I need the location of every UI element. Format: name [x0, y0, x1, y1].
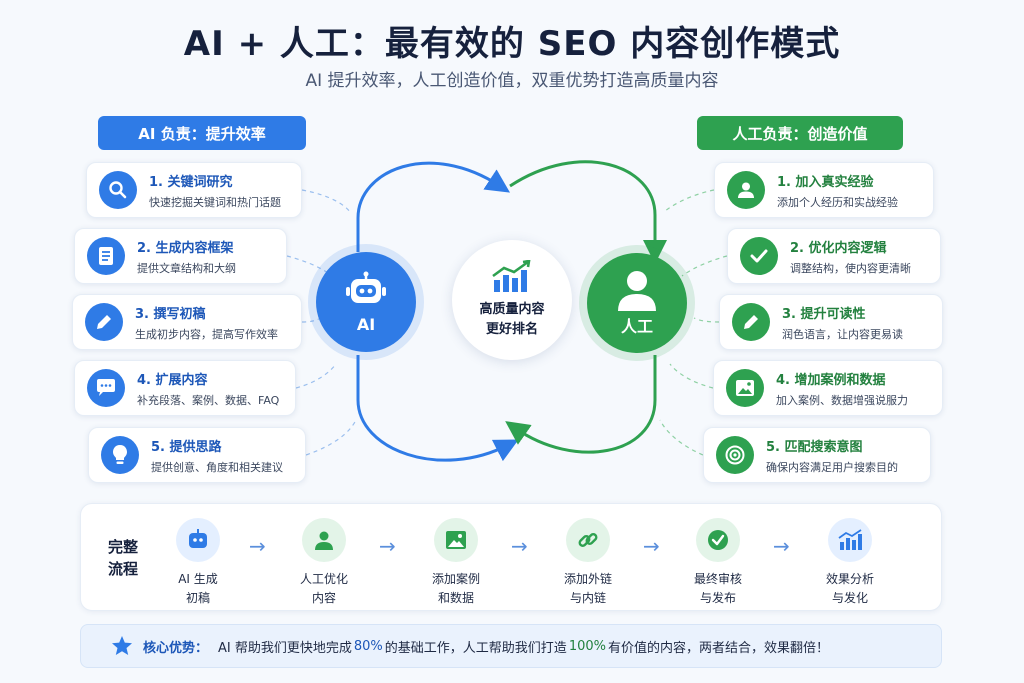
document-icon	[87, 237, 125, 275]
ai-item-content-framework: 2. 生成内容框架 提供文章结构和大纲	[74, 228, 287, 284]
flow-step-add-cases: 添加案例和数据	[411, 518, 501, 608]
flow-arrow-icon: →	[249, 534, 266, 558]
ai-item-title: 2. 生成内容框架	[137, 240, 234, 256]
ai-item-title: 4. 扩展内容	[137, 372, 208, 388]
robot-icon	[346, 271, 386, 303]
ai-item-ideas: 5. 提供思路 提供创意、角度和相关建议	[88, 427, 306, 483]
ai-item-desc: 生成初步内容，提高写作效率	[135, 327, 278, 341]
flow-step-label: 人工优化内容	[299, 572, 348, 605]
flow-step-add-links: 添加外链与内链	[543, 518, 633, 608]
ai-section-label: AI 负责：提升效率	[98, 116, 306, 150]
center-line1: 高质量内容	[479, 302, 545, 317]
flow-arrow-icon: →	[643, 534, 660, 558]
flow-step-human-optimize: 人工优化内容	[279, 518, 369, 608]
human-item-title: 3. 提升可读性	[782, 306, 866, 322]
flow-step-label: AI 生成初稿	[178, 572, 218, 605]
center-line2: 更好排名	[485, 322, 538, 337]
flow-arrow-icon: →	[511, 534, 528, 558]
ai-item-desc: 提供创意、角度和相关建议	[151, 460, 283, 474]
ai-item-title: 5. 提供思路	[151, 439, 222, 455]
pencil-icon	[732, 303, 770, 341]
ai-item-desc: 快速挖掘关键词和热门话题	[149, 195, 281, 209]
flow-step-label: 添加案例和数据	[431, 572, 480, 605]
human-item-readability: 3. 提升可读性 润色语言，让内容更易读	[719, 294, 943, 350]
user-icon	[618, 271, 656, 311]
flow-title-line2: 流程	[107, 560, 138, 578]
image-icon	[726, 369, 764, 407]
advantage-pct-ai: 80%	[353, 638, 383, 654]
core-advantage-bar: 核心优势： AI 帮助我们更快地完成 80% 的基础工作，人工帮助我们打造 10…	[80, 624, 942, 668]
ai-item-title: 3. 撰写初稿	[135, 306, 206, 322]
flow-title: 完整 流程	[103, 536, 143, 580]
flow-step-label: 最终审核与发布	[693, 572, 742, 605]
advantage-label: 核心优势：	[143, 640, 209, 656]
human-item-desc: 确保内容满足用户搜索目的	[766, 460, 898, 474]
human-item-real-experience: 1. 加入真实经验 添加个人经历和实战经验	[714, 162, 934, 218]
search-icon	[99, 171, 137, 209]
human-hub: 人工	[587, 253, 687, 353]
process-flow: 完整 流程 AI 生成初稿 → 人工优化内容 → 添加案例和数据 → 添加外链与…	[80, 503, 942, 611]
human-item-desc: 润色语言，让内容更易读	[782, 327, 903, 341]
advantage-text-3: 有价值的内容，两者结合，效果翻倍！	[607, 640, 829, 656]
page-subtitle: AI 提升效率，人工创造价值，双重优势打造高质量内容	[305, 71, 719, 91]
check-circle-icon	[696, 518, 740, 562]
ai-item-desc: 补充段落、案例、数据、FAQ	[137, 393, 280, 407]
user-icon	[302, 518, 346, 562]
human-item-desc: 添加个人经历和实战经验	[777, 195, 898, 209]
human-item-optimize-logic: 2. 优化内容逻辑 调整结构，使内容更清晰	[727, 228, 941, 284]
link-icon	[566, 518, 610, 562]
ai-item-desc: 提供文章结构和大纲	[137, 261, 236, 275]
ai-item-title: 1. 关键词研究	[149, 174, 233, 190]
ai-item-expand-content: 4. 扩展内容 补充段落、案例、数据、FAQ	[74, 360, 296, 416]
human-item-desc: 加入案例、数据增强说服力	[776, 393, 908, 407]
flow-arrow-icon: →	[379, 534, 396, 558]
target-icon	[716, 436, 754, 474]
star-icon	[112, 636, 132, 655]
human-item-title: 5. 匹配搜索意图	[766, 439, 863, 455]
chart-icon	[492, 260, 531, 292]
center-quality-content: 高质量内容 更好排名	[452, 240, 572, 360]
human-item-title: 4. 增加案例和数据	[776, 372, 886, 388]
human-item-search-intent: 5. 匹配搜索意图 确保内容满足用户搜索目的	[703, 427, 931, 483]
flow-step-review-publish: 最终审核与发布	[673, 518, 763, 608]
flow-step-ai-draft: AI 生成初稿	[153, 518, 243, 608]
robot-icon	[176, 518, 220, 562]
ai-hub-label: AI	[356, 314, 376, 334]
chat-icon	[87, 369, 125, 407]
flow-title-line1: 完整	[107, 538, 138, 556]
human-item-desc: 调整结构，使内容更清晰	[790, 261, 911, 275]
pencil-icon	[85, 303, 123, 341]
chart-icon	[828, 518, 872, 562]
human-item-cases-data: 4. 增加案例和数据 加入案例、数据增强说服力	[713, 360, 943, 416]
ai-item-keyword-research: 1. 关键词研究 快速挖掘关键词和热门话题	[86, 162, 302, 218]
check-icon	[740, 237, 778, 275]
advantage-text-1: AI 帮助我们更快地完成	[218, 640, 352, 656]
human-hub-label: 人工	[620, 317, 653, 336]
human-item-title: 1. 加入真实经验	[777, 174, 874, 190]
ai-hub: AI	[316, 252, 416, 352]
user-icon	[727, 171, 765, 209]
lightbulb-icon	[101, 436, 139, 474]
advantage-text-2: 的基础工作，人工帮助我们打造	[384, 640, 567, 656]
human-item-title: 2. 优化内容逻辑	[790, 240, 887, 256]
human-section-label: 人工负责：创造价值	[697, 116, 903, 150]
flow-arrow-icon: →	[773, 534, 790, 558]
flow-step-label: 效果分析与发化	[825, 572, 874, 605]
flow-step-label: 添加外链与内链	[563, 572, 612, 605]
flow-step-analysis: 效果分析与发化	[805, 518, 895, 608]
page-title: AI + 人工：最有效的 SEO 内容创作模式	[183, 24, 841, 64]
advantage-pct-human: 100%	[568, 638, 606, 654]
ai-item-first-draft: 3. 撰写初稿 生成初步内容，提高写作效率	[72, 294, 302, 350]
image-icon	[434, 518, 478, 562]
